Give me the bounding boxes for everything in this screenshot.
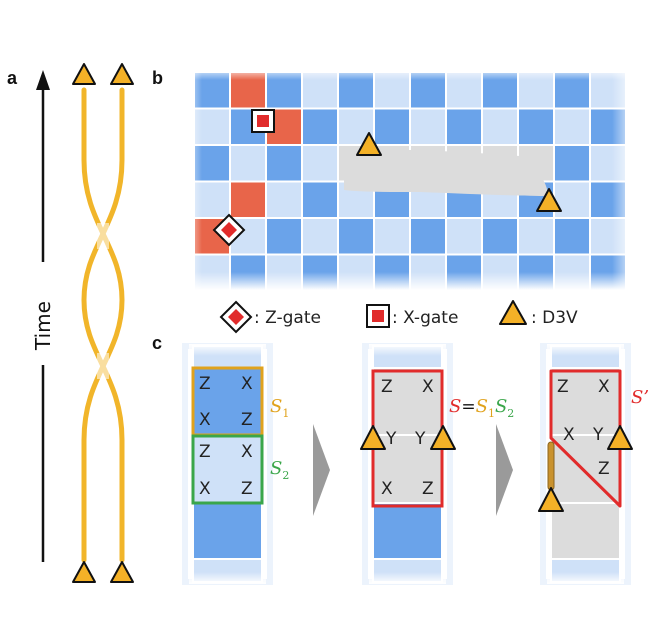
op: Y — [414, 429, 426, 449]
panel-label-b: b — [152, 68, 163, 88]
lattice-cell — [553, 144, 591, 183]
lattice-cell — [337, 217, 375, 256]
step-arrow-icon — [313, 424, 330, 516]
lattice-cell — [373, 217, 411, 256]
op: Z — [241, 479, 253, 499]
worldlines — [81, 87, 125, 563]
legend-z-gate-label: : Z-gate — [254, 308, 321, 328]
lattice-cell — [409, 107, 447, 146]
arrow-head-icon — [36, 70, 50, 90]
legend-x-gate: : X-gate — [366, 304, 458, 328]
lattice-cell — [301, 107, 339, 146]
d3v-triangle-icon — [110, 561, 134, 583]
legend: : Z-gate : X-gate : D3V — [219, 300, 578, 334]
lattice-cell — [229, 144, 267, 183]
legend-d3v-label: : D3V — [531, 308, 578, 328]
lattice-cell — [517, 107, 555, 146]
time-label: Time — [31, 301, 55, 351]
lattice-cell — [373, 107, 411, 146]
time-axis: Time — [31, 70, 55, 562]
panel-label-c: c — [152, 333, 162, 353]
stabilizer-s2-box — [191, 434, 264, 505]
s1-label: S1 — [270, 396, 289, 420]
lattice-cell — [265, 144, 303, 183]
gates-b — [212, 109, 562, 247]
lattice-cell — [445, 217, 483, 256]
op: X — [199, 479, 211, 499]
op: Z — [381, 377, 393, 397]
worldline-left — [81, 87, 125, 563]
d3v-triangle-icon — [538, 487, 564, 512]
lattice-overlay — [344, 149, 548, 196]
op: Z — [241, 410, 253, 430]
step-arrow-icon — [496, 424, 513, 516]
defect-string — [547, 441, 555, 491]
lattice-cell — [301, 180, 339, 219]
s-prime-label: S’ — [631, 387, 649, 408]
d3v-triangle-icon — [499, 300, 527, 325]
z-gate-icon — [212, 213, 246, 247]
op: Z — [422, 479, 434, 499]
op: Z — [199, 374, 211, 394]
panel-c-step2: Z X Y Y X Z S=S1S2 — [360, 343, 514, 585]
d3v-triangle-icon — [356, 132, 382, 156]
panel-c-step1: Z X X Z Z X X Z S1 S2 — [182, 343, 289, 585]
legend-d3v: : D3V — [499, 300, 578, 328]
op: X — [563, 425, 575, 445]
lattice-cell — [445, 107, 483, 146]
op: X — [381, 479, 393, 499]
s2-label: S2 — [270, 458, 289, 482]
worldline-right — [81, 87, 125, 563]
lattice-cell — [409, 217, 447, 256]
x-gate-icon — [251, 109, 275, 133]
lattice-cell — [265, 217, 303, 256]
op: X — [199, 410, 211, 430]
column-cell — [192, 502, 263, 560]
d3v-triangle-icon — [430, 425, 456, 450]
d3v-triangle-icon — [72, 63, 96, 85]
legend-z-gate: : Z-gate — [219, 300, 321, 334]
lattice-cell — [229, 180, 267, 219]
column-cell — [372, 502, 443, 560]
lattice-cell — [553, 180, 591, 219]
panel-label-a: a — [7, 68, 18, 88]
lattice-cell — [481, 217, 519, 256]
lattice-cell — [517, 217, 555, 256]
d3v-triangle-icon — [360, 425, 386, 450]
anyon-markers-a — [72, 63, 134, 583]
lattice-cell — [265, 180, 303, 219]
op: X — [241, 374, 253, 394]
op: Z — [598, 459, 610, 479]
op: Y — [385, 429, 397, 449]
column-cell — [550, 502, 621, 560]
lattice-cell — [301, 144, 339, 183]
op: Z — [557, 377, 569, 397]
op: Z — [199, 442, 211, 462]
lattice-cell — [481, 107, 519, 146]
op: X — [422, 377, 434, 397]
d3v-triangle-icon — [607, 425, 633, 450]
lattice-cell — [553, 107, 591, 146]
merged-stabilizer-label: S=S1S2 — [449, 396, 514, 420]
op: X — [598, 377, 610, 397]
panel-c-step3: Z X X Y Z S’ — [538, 343, 649, 585]
d3v-triangle-icon — [110, 63, 134, 85]
defect-region — [344, 149, 548, 196]
lattice-cell — [301, 217, 339, 256]
lattice-cell — [553, 217, 591, 256]
d3v-triangle-icon — [536, 188, 562, 212]
op: Y — [592, 425, 604, 445]
legend-x-gate-label: : X-gate — [392, 308, 458, 328]
op: X — [241, 442, 253, 462]
d3v-triangle-icon — [72, 561, 96, 583]
